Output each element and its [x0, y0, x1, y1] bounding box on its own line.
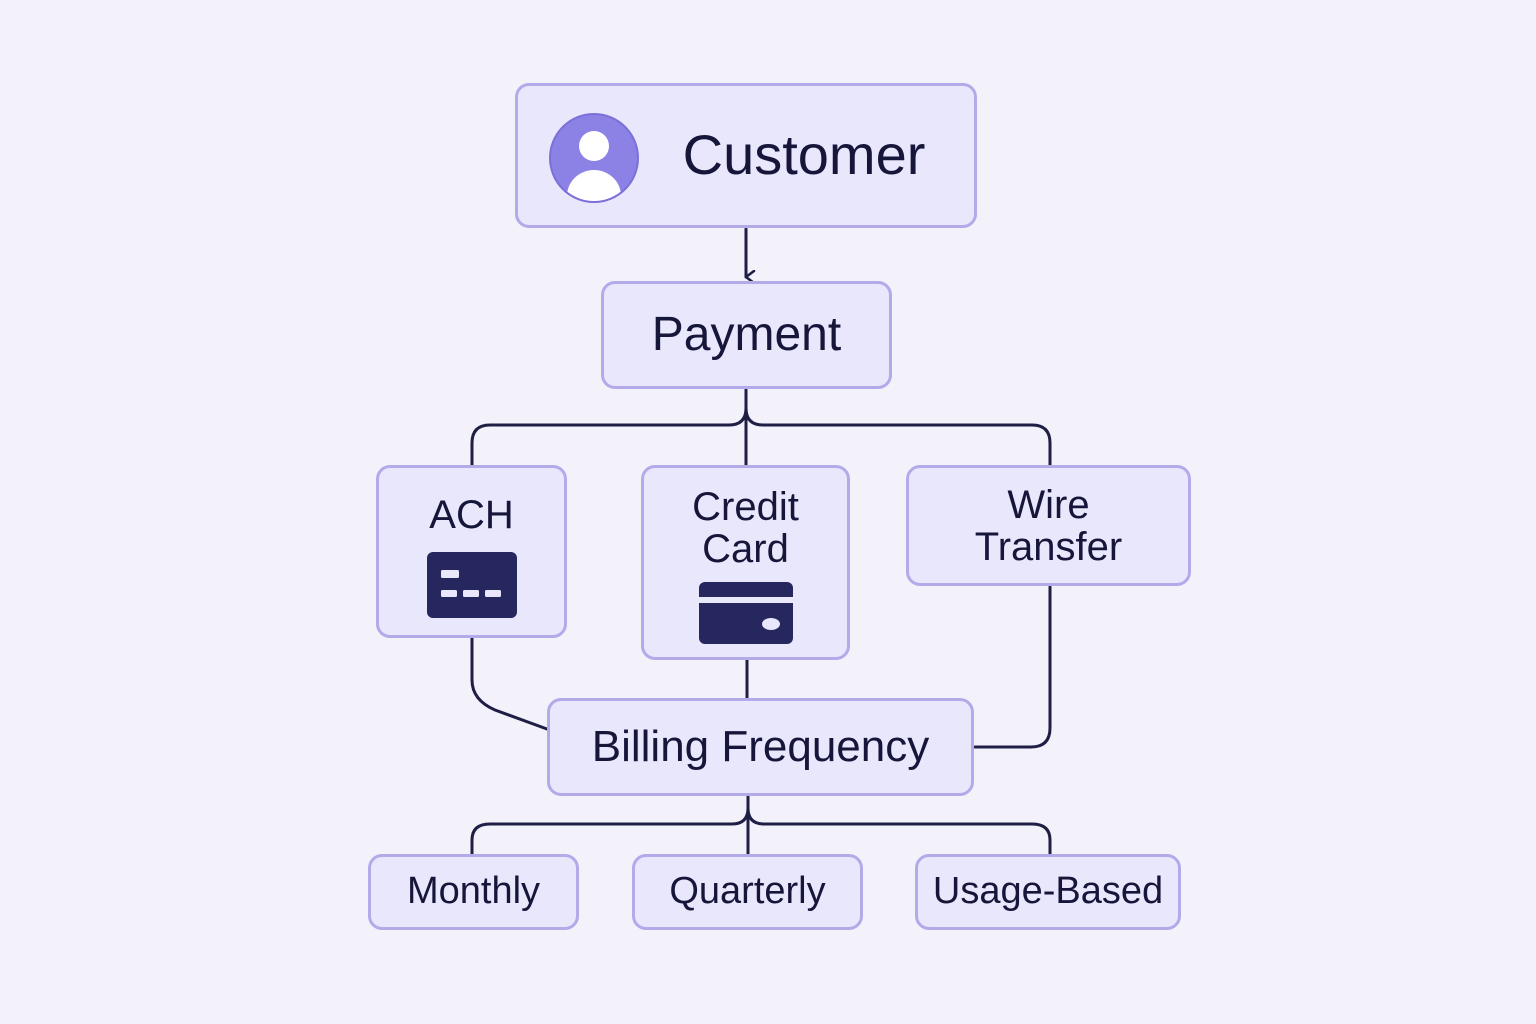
monthly-label: Monthly: [406, 870, 541, 913]
monthly-node[interactable]: Monthly: [368, 854, 579, 930]
customer-label: Customer: [682, 123, 926, 187]
quarterly-node[interactable]: Quarterly: [632, 854, 863, 930]
quarterly-label: Quarterly: [669, 870, 826, 913]
edge-payment-wire-transfer: [744, 388, 1052, 467]
user-avatar-icon: [549, 113, 639, 203]
edge-wire-transfer-billing: [973, 585, 1052, 749]
edge-billing-monthly: [470, 795, 750, 856]
billing-frequency-node[interactable]: Billing Frequency: [547, 698, 974, 796]
usage-based-node[interactable]: Usage-Based: [915, 854, 1181, 930]
payment-label: Payment: [651, 307, 842, 361]
billing-frequency-label: Billing Frequency: [591, 721, 930, 771]
bank-check-icon: [426, 552, 517, 618]
edge-payment-ach: [470, 388, 748, 467]
wire-transfer-node[interactable]: Wire Transfer: [906, 465, 1191, 586]
edge-billing-usage-based: [746, 795, 1052, 856]
credit-card-node[interactable]: Credit Card: [641, 465, 850, 660]
wire-transfer-label: Wire Transfer: [974, 482, 1123, 569]
credit-card-label: Credit Card: [692, 485, 799, 571]
customer-node[interactable]: Customer: [515, 83, 977, 228]
payment-node[interactable]: Payment: [601, 281, 892, 389]
ach-node[interactable]: ACH: [376, 465, 567, 638]
credit-card-icon: [698, 582, 793, 644]
ach-label: ACH: [429, 493, 514, 537]
edge-ach-billing: [470, 636, 549, 731]
usage-based-label: Usage-Based: [932, 870, 1164, 913]
